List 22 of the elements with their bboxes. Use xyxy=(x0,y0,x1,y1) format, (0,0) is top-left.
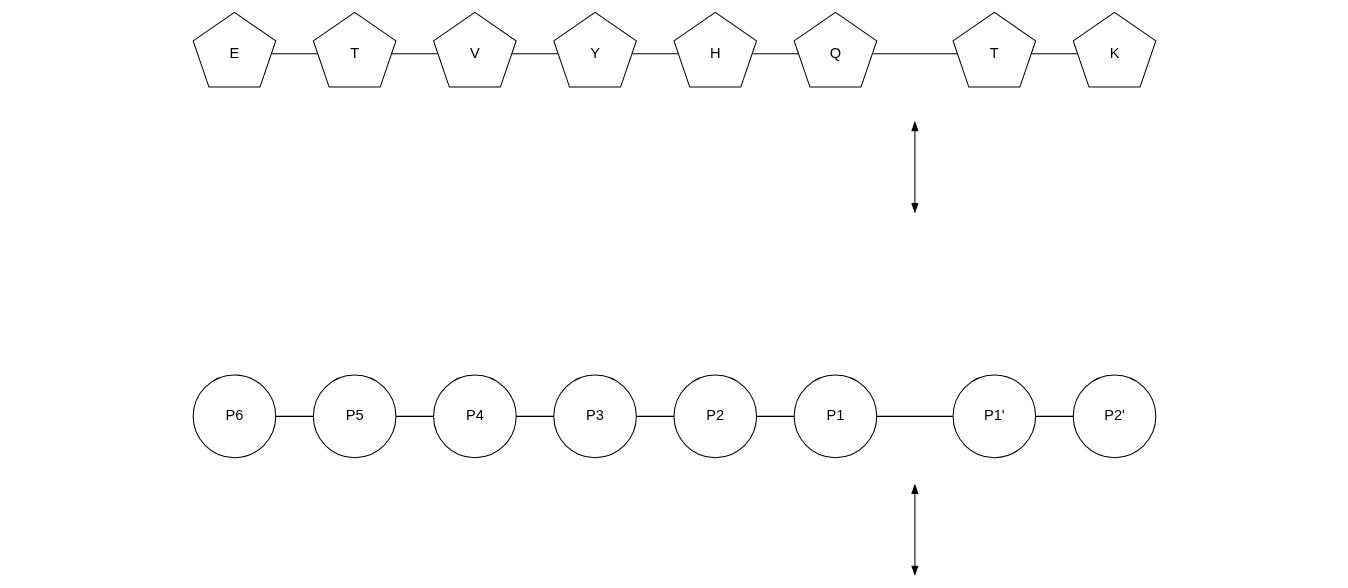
connector xyxy=(515,415,554,417)
node-circle: P6 xyxy=(192,374,276,459)
connector xyxy=(751,53,799,55)
connector xyxy=(1034,415,1073,417)
connector xyxy=(631,53,678,55)
connector xyxy=(1030,53,1078,55)
connector xyxy=(755,415,794,417)
connector xyxy=(510,53,558,55)
node-circle: P4 xyxy=(432,374,517,459)
connector xyxy=(875,415,953,417)
connector xyxy=(270,53,318,55)
node-circle: P1' xyxy=(952,374,1036,459)
node-circle: P5 xyxy=(312,374,396,459)
node-circle: P2' xyxy=(1072,374,1156,459)
connector xyxy=(274,415,314,417)
connector xyxy=(395,415,434,417)
node-circle: P2 xyxy=(672,374,757,459)
connector xyxy=(871,53,958,55)
connector xyxy=(390,53,438,55)
connector xyxy=(635,415,674,417)
node-circle: P1 xyxy=(793,374,877,459)
node-circle: P3 xyxy=(552,374,637,459)
